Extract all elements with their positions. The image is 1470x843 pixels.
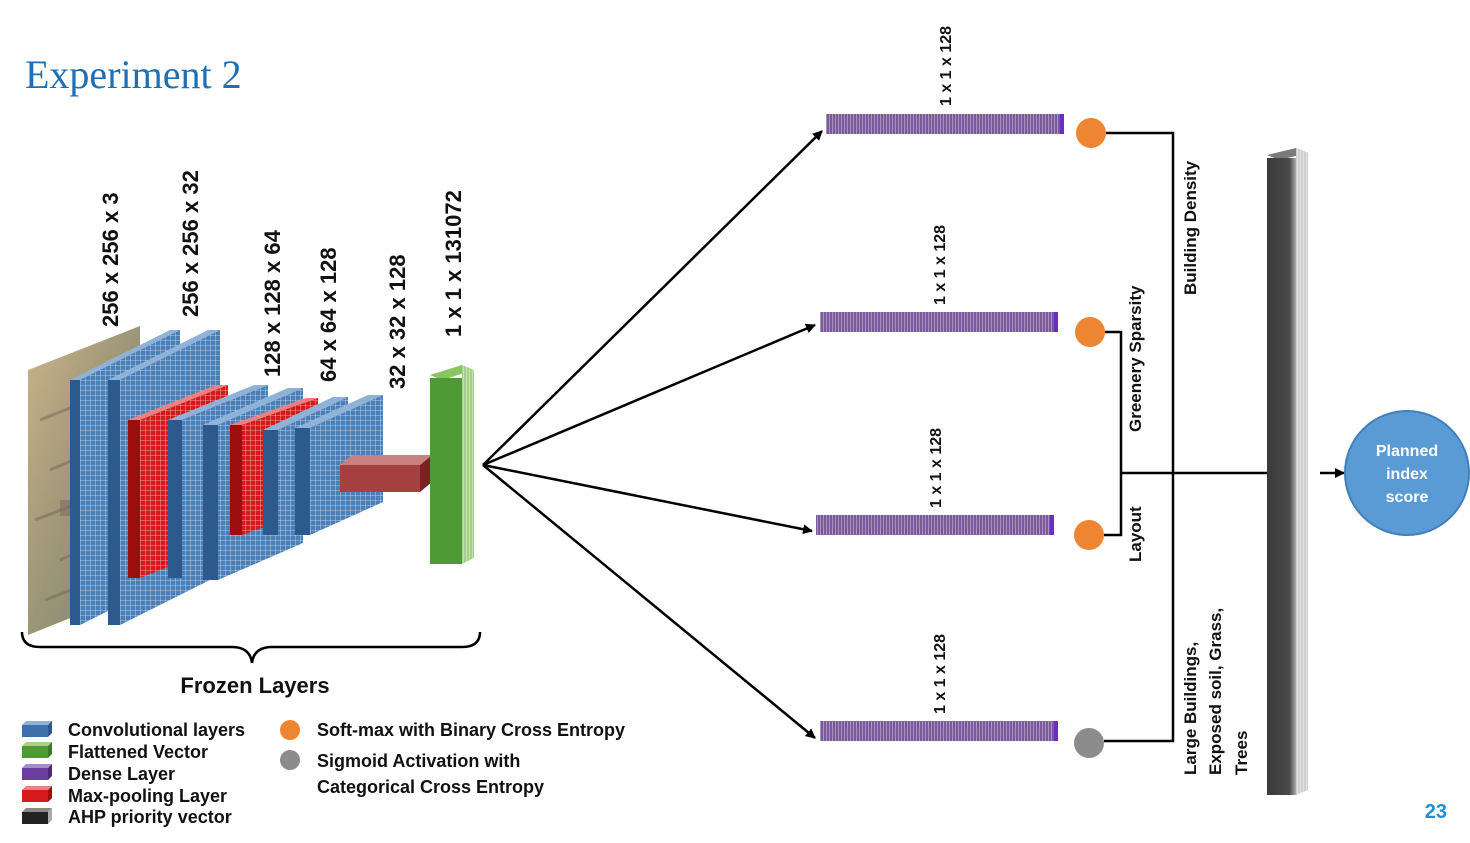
slide-title: Experiment 2	[25, 52, 242, 97]
ahp-icon	[22, 808, 52, 824]
orange-circle-icon	[280, 720, 300, 740]
legend-dense-label: Dense Layer	[68, 764, 175, 784]
page-number: 23	[1425, 801, 1447, 823]
legend-right: Soft-max with Binary Cross Entropy Sigmo…	[280, 720, 625, 797]
label-building-density: Building Density	[1181, 160, 1200, 295]
branch-1-dim: 1 x 1 x 128	[938, 26, 955, 106]
dim-label-6: 1 x 1 x 131072	[441, 190, 466, 337]
label-greenery-sparsity: Greenery Sparsity	[1126, 285, 1145, 432]
legend-sigmoid-line-1: Sigmoid Activation with	[317, 751, 520, 771]
arrow-to-branch-1	[482, 130, 823, 466]
softmax-circle-1	[1076, 118, 1106, 148]
softmax-circle-2	[1075, 317, 1105, 347]
dense-layer-1	[826, 114, 1064, 134]
arrow-to-branch-4	[482, 464, 816, 739]
legend-ahp-label: AHP priority vector	[68, 807, 232, 827]
dim-label-5: 32 x 32 x 128	[385, 254, 410, 389]
label-classes-line-1: Large Buildings,	[1181, 642, 1200, 775]
frozen-layers-label: Frozen Layers	[180, 673, 329, 698]
maxpool-layer-3	[340, 455, 432, 492]
output-line-2: index	[1386, 466, 1428, 483]
planned-index-output	[1344, 410, 1470, 536]
ahp-priority-vector	[1267, 148, 1308, 795]
gray-circle-icon	[280, 750, 300, 770]
conv-layer-6	[295, 395, 383, 535]
output-line-3: score	[1386, 489, 1429, 506]
dim-label-3: 128 x 128 x 64	[260, 229, 285, 377]
frozen-brace	[20, 631, 482, 664]
dense-layer-2	[820, 312, 1058, 332]
legend-maxpool-label: Max-pooling Layer	[68, 786, 227, 806]
label-classes-line-2: Exposed soil, Grass,	[1206, 608, 1225, 775]
dense-layer-3	[816, 515, 1054, 535]
arrow-to-branch-3	[482, 463, 813, 535]
maxpool-icon	[22, 786, 52, 802]
branch-3-dim: 1 x 1 x 128	[928, 428, 945, 508]
output-line-1: Planned	[1376, 443, 1438, 460]
sigmoid-circle	[1074, 728, 1104, 758]
conv-icon	[22, 721, 52, 737]
label-classes-line-3: Trees	[1232, 731, 1251, 775]
softmax-circle-3	[1074, 520, 1104, 550]
dense-icon	[22, 764, 52, 780]
dim-label-1: 256 x 256 x 3	[98, 192, 123, 327]
branch-2-dim: 1 x 1 x 128	[932, 225, 949, 305]
label-layout: Layout	[1126, 506, 1145, 562]
flatten-icon	[22, 742, 52, 758]
legend-flatten-label: Flattened Vector	[68, 742, 208, 762]
legend-conv-label: Convolutional layers	[68, 720, 245, 740]
dim-label-4: 64 x 64 x 128	[316, 247, 341, 382]
legend-left: Convolutional layers Flattened Vector De…	[22, 720, 245, 827]
dense-layer-4	[820, 721, 1058, 741]
branch-4-dim: 1 x 1 x 128	[932, 634, 949, 714]
flattened-vector	[430, 365, 474, 564]
legend-sigmoid-line-2: Categorical Cross Entropy	[317, 777, 544, 797]
branch-connectors	[1104, 131, 1175, 743]
legend-softmax-label: Soft-max with Binary Cross Entropy	[317, 720, 625, 740]
arrow-to-branch-2	[482, 323, 816, 467]
dim-label-2: 256 x 256 x 32	[178, 170, 203, 317]
